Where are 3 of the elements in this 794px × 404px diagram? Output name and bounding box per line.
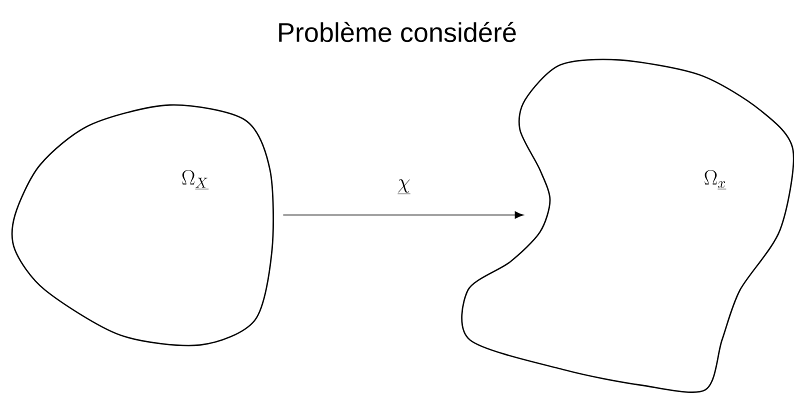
arrow [282, 211, 524, 219]
edge-label: $\underline{\chi}$ [398, 179, 410, 194]
title: Problème considéré [279, 22, 516, 42]
